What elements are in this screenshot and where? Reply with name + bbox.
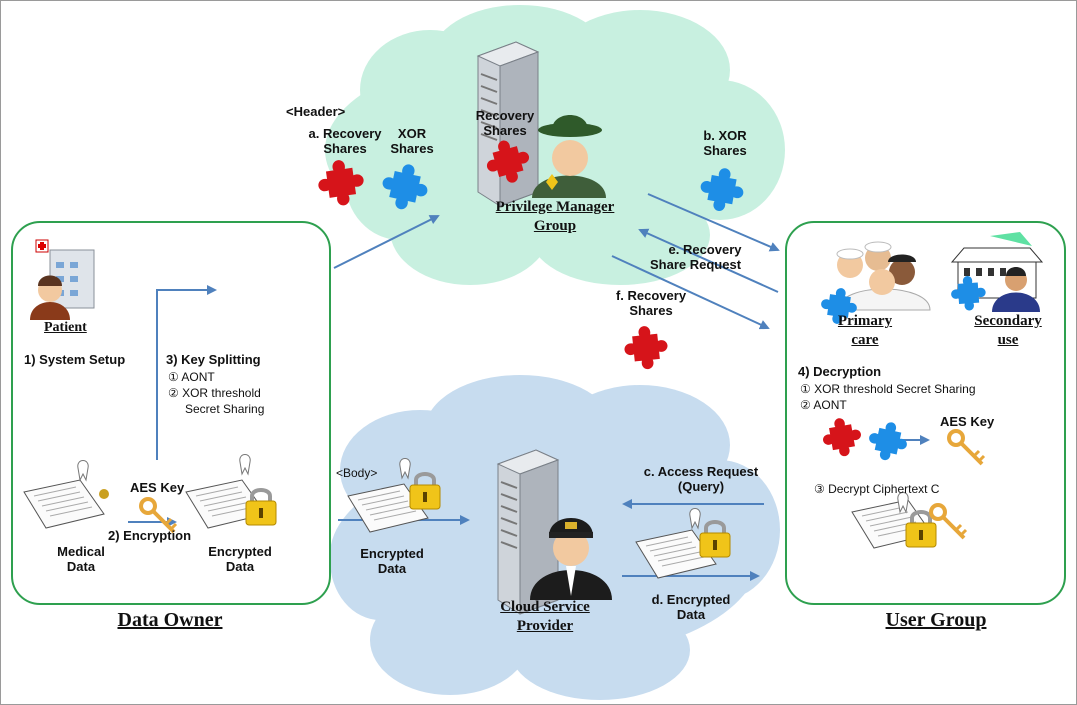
xor-threshold-step: ② XOR threshold xyxy=(168,386,261,400)
label-line: Cloud Service xyxy=(500,599,590,615)
label-line: (Query) xyxy=(677,479,725,494)
sheriff-icon xyxy=(532,115,606,198)
label-line: Shares xyxy=(323,141,367,156)
data-owner-title: Data Owner xyxy=(117,609,223,631)
key-splitting-label: 3) Key Splitting xyxy=(166,352,261,367)
label-line: Shares xyxy=(390,141,434,156)
label-line: Encrypted xyxy=(360,546,424,561)
label-line: Group xyxy=(533,218,577,234)
label-line: Secondary xyxy=(974,313,1042,329)
label-line: c. Access Request xyxy=(643,464,759,479)
label-line: b. XOR xyxy=(703,128,747,143)
encrypted-data-owner-label: Encrypted Data xyxy=(200,544,280,574)
aes-key-label: AES Key xyxy=(130,480,185,495)
patient-icon xyxy=(30,275,70,320)
header-label: <Header> xyxy=(286,104,346,119)
recovery-shares-f-label: f. Recovery Shares xyxy=(606,288,696,318)
doctors-icon xyxy=(836,241,931,311)
recovery-share-request-label: e. Recovery Share Request xyxy=(650,242,760,272)
label-line: Shares xyxy=(629,303,673,318)
decryption-step-2: ② AONT xyxy=(800,398,847,412)
xor-shares-label: XOR Shares xyxy=(384,126,440,156)
label-line: XOR xyxy=(397,126,427,141)
patient-label: Patient xyxy=(44,320,87,335)
label-line: e. Recovery xyxy=(668,242,742,257)
encrypted-data-body-label: Encrypted Data xyxy=(352,546,432,576)
system-setup-label: 1) System Setup xyxy=(24,352,126,367)
access-request-label: c. Access Request (Query) xyxy=(636,464,766,494)
secondary-use-label: Secondary use xyxy=(960,312,1056,350)
label-line: use xyxy=(997,332,1019,348)
label-line: Shares xyxy=(703,143,747,158)
encryption-label: 2) Encryption xyxy=(108,528,192,543)
body-label: <Body> xyxy=(336,466,378,480)
privilege-manager-cloud xyxy=(325,5,785,285)
label-line: Privilege Manager xyxy=(495,199,615,215)
label-line: care xyxy=(851,332,879,348)
label-line: Data xyxy=(676,607,706,622)
xor-threshold-step-cont: Secret Sharing xyxy=(185,402,265,416)
label-line: Share Request xyxy=(650,257,742,272)
cloud-service-provider-title: Cloud Service Provider xyxy=(470,598,620,636)
recovery-shares-label: a. Recovery Shares xyxy=(300,126,390,156)
label-line: Shares xyxy=(483,123,527,138)
label-line: Data xyxy=(225,559,255,574)
label-line: d. Encrypted xyxy=(651,592,731,607)
puzzle-red-icon xyxy=(622,323,670,372)
xor-shares-b-label: b. XOR Shares xyxy=(690,128,760,158)
pilot-icon xyxy=(530,518,612,600)
label-line: Provider xyxy=(516,618,574,634)
decryption-label: 4) Decryption xyxy=(798,364,882,379)
label-line: Recovery xyxy=(475,108,535,123)
decryption-step-3: ③ Decrypt Ciphertext C xyxy=(814,482,940,496)
privilege-manager-title: Privilege Manager Group xyxy=(470,198,640,236)
aont-step: ① AONT xyxy=(168,370,215,384)
primary-care-label: Primary care xyxy=(830,312,900,350)
label-line: Data xyxy=(66,559,96,574)
label-line: a. Recovery xyxy=(308,126,382,141)
aes-key-user-label: AES Key xyxy=(940,414,995,429)
label-line: Primary xyxy=(837,313,893,329)
flow-arrows xyxy=(128,193,930,581)
decryption-step-1: ① XOR threshold Secret Sharing xyxy=(800,382,976,396)
seal-icon xyxy=(99,489,109,499)
encrypted-data-d-label: d. Encrypted Data xyxy=(636,592,746,622)
pm-recovery-shares-label: Recovery Shares xyxy=(470,108,540,138)
medical-data-label: Medical Data xyxy=(46,544,116,574)
label-line: Medical xyxy=(57,544,105,559)
user-group-box xyxy=(785,221,1066,605)
tooth-icon xyxy=(77,454,909,530)
label-line: Data xyxy=(377,561,407,576)
user-group-title: User Group xyxy=(885,609,987,631)
label-line: Encrypted xyxy=(208,544,272,559)
label-line: f. Recovery xyxy=(615,288,687,303)
